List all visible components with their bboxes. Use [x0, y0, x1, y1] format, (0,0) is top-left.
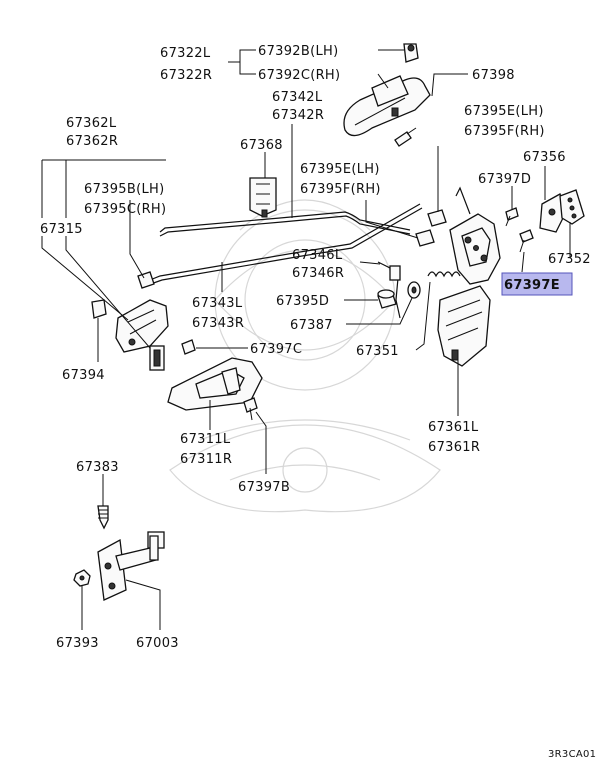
- screw-67397d: [505, 207, 519, 227]
- label-67003: 67003: [136, 636, 179, 651]
- handle-bolt-67398: [394, 127, 417, 147]
- spring-67351: [427, 271, 461, 278]
- label-67346-line2: 67346R: [292, 266, 344, 281]
- label-67311-line2: 67311R: [180, 452, 232, 467]
- rod-holder-67395b: [137, 271, 155, 289]
- screw-67397c: [181, 339, 196, 355]
- label-67342-line1: 67342L: [272, 90, 323, 105]
- leader-lines: [41, 49, 571, 630]
- label-67397e: 67397E: [504, 278, 560, 293]
- remote-control-67315: [115, 299, 169, 371]
- label-67322-line1: 67322L: [160, 46, 211, 61]
- lock-plate-67356: [539, 193, 567, 233]
- handle-cap-clip: [403, 43, 419, 63]
- label-67311-line1: 67311L: [180, 432, 231, 447]
- screw-67397b: [243, 397, 258, 421]
- label-67343-line1: 67343L: [192, 296, 243, 311]
- diagram-code: 3R3CA01: [548, 749, 596, 760]
- bushing-67395d: [377, 289, 397, 309]
- label-67351: 67351: [356, 344, 399, 359]
- rod-holder-67395e-mid: [415, 229, 435, 247]
- rod-clip-67368: [249, 177, 277, 218]
- door-check-67003: [97, 531, 165, 601]
- outside-door-handle: [343, 75, 431, 137]
- label-67395ef-mid-line1: 67395E(LH): [300, 162, 380, 177]
- label-67398: 67398: [472, 68, 515, 83]
- label-67395ef-top-line2: 67395F(RH): [464, 124, 545, 139]
- label-67368: 67368: [240, 138, 283, 153]
- label-67397d: 67397D: [478, 172, 531, 187]
- label-67395ef-mid-line2: 67395F(RH): [300, 182, 381, 197]
- label-67397c: 67397C: [250, 342, 302, 357]
- label-67361-line1: 67361L: [428, 420, 479, 435]
- inside-handle-67311: [167, 357, 263, 411]
- label-67315: 67315: [40, 222, 83, 237]
- label-67392-line2: 67392C(RH): [258, 68, 340, 83]
- label-67362-line1: 67362L: [66, 116, 117, 131]
- label-67397b: 67397B: [238, 480, 290, 495]
- label-67387: 67387: [290, 318, 333, 333]
- label-67346-line1: 67346L: [292, 248, 343, 263]
- bolt-67383: [97, 505, 109, 530]
- label-67395bc-line1: 67395B(LH): [84, 182, 164, 197]
- label-67383: 67383: [76, 460, 119, 475]
- label-67395d: 67395D: [276, 294, 329, 309]
- label-67342-line2: 67342R: [272, 108, 324, 123]
- rod-holder-67395e-top: [427, 209, 447, 227]
- label-67394: 67394: [62, 368, 105, 383]
- label-67395ef-top-line1: 67395E(LH): [464, 104, 544, 119]
- label-67322-line2: 67322R: [160, 68, 212, 83]
- label-67395bc-line2: 67395C(RH): [84, 202, 166, 217]
- nut-67393: [73, 569, 91, 587]
- label-67352: 67352: [548, 252, 591, 267]
- label-67361-line2: 67361R: [428, 440, 480, 455]
- screw-67397e: [519, 229, 534, 253]
- label-67392-line1: 67392B(LH): [258, 44, 338, 59]
- lock-seal-67352: [559, 189, 585, 225]
- highlight-67397e: [501, 272, 573, 296]
- label-67362-line2: 67362R: [66, 134, 118, 149]
- label-67343-line2: 67343R: [192, 316, 244, 331]
- lock-rod-67343: [144, 203, 421, 283]
- label-67393: 67393: [56, 636, 99, 651]
- handle-rod-67342: [159, 211, 411, 233]
- door-lock-assembly-67361: [437, 186, 501, 367]
- grommet-67387: [407, 281, 421, 299]
- label-67356: 67356: [523, 150, 566, 165]
- clip-67394: [91, 299, 107, 319]
